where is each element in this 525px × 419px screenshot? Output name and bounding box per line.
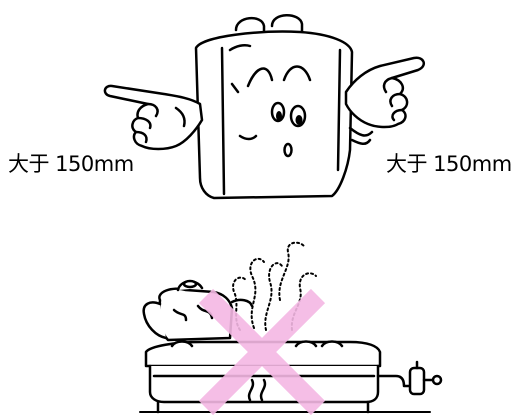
pointing-hand-right-icon xyxy=(344,56,426,145)
left-distance-label: 大于 150mm xyxy=(8,152,134,176)
pointing-hand-left-icon xyxy=(103,84,204,151)
cabinet-mascot-icon xyxy=(194,14,354,200)
right-distance-label: 大于 150mm xyxy=(386,152,512,176)
cross-mark-icon xyxy=(198,288,326,416)
